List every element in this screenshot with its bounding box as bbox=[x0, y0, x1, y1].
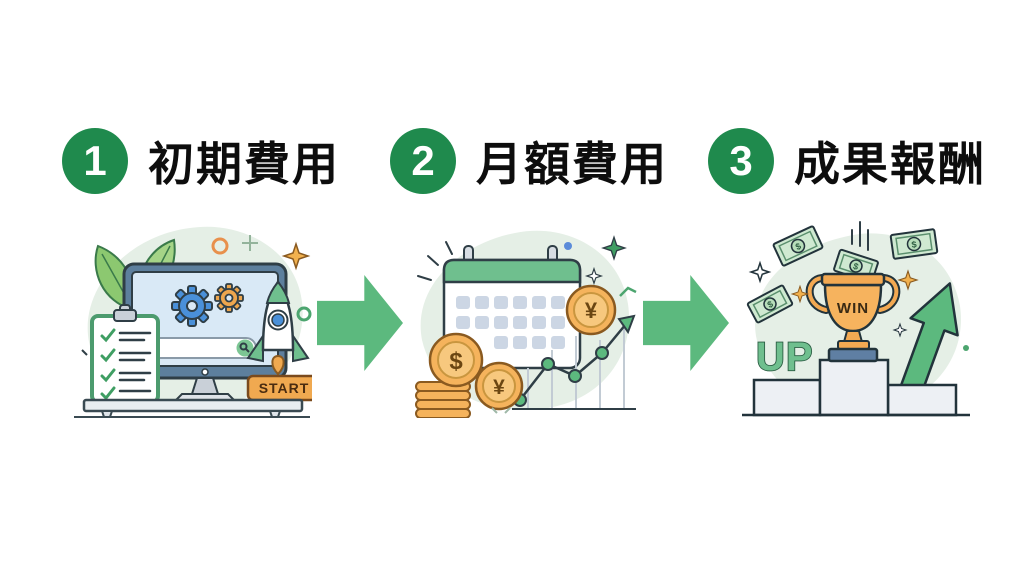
illustration-initial-cost: START bbox=[74, 226, 312, 418]
step-2-heading: 2 月額費用 bbox=[390, 128, 668, 194]
flow-arrow-icon-2 bbox=[643, 275, 729, 371]
yen-symbol: ¥ bbox=[585, 298, 598, 323]
orange-star-sparkle-icon bbox=[897, 269, 919, 291]
white-star-sparkle-icon bbox=[892, 322, 908, 338]
orange-ring-icon bbox=[211, 237, 229, 255]
money-bill-icon: $ bbox=[889, 228, 939, 260]
dollar-symbol: $ bbox=[766, 299, 775, 310]
dollar-symbol: $ bbox=[449, 348, 463, 375]
motion-lines-icon bbox=[417, 241, 453, 281]
step-1-heading: 1 初期費用 bbox=[62, 128, 340, 194]
money-bill-icon: $ bbox=[746, 284, 794, 324]
start-button-icon: START bbox=[246, 374, 312, 402]
orange-star-sparkle-icon bbox=[790, 284, 810, 304]
green-tick-mark-icon bbox=[619, 286, 637, 297]
step-1-number: 1 bbox=[83, 137, 107, 184]
step-1-number-badge: 1 bbox=[62, 128, 128, 194]
white-star-sparkle-icon bbox=[584, 266, 604, 286]
trophy-icon: WIN bbox=[805, 272, 901, 363]
start-label: START bbox=[259, 380, 310, 396]
white-star-sparkle-icon bbox=[748, 260, 772, 284]
win-text: WIN bbox=[837, 300, 869, 317]
dash-sparkle-icon bbox=[491, 407, 511, 414]
calendar-date-cells bbox=[456, 296, 565, 349]
step-2-number: 2 bbox=[411, 137, 435, 184]
growth-chart-icon bbox=[512, 314, 636, 410]
step-2-label: 月額費用 bbox=[476, 138, 668, 190]
flow-arrow-icon-1 bbox=[317, 275, 403, 371]
dollar-symbol: $ bbox=[794, 241, 803, 252]
step-3-heading: 3 成果報酬 bbox=[708, 128, 986, 194]
yen-coin-icon-top: ¥ bbox=[565, 284, 617, 336]
blue-dot-icon bbox=[564, 242, 572, 250]
gear-icon-orange bbox=[214, 283, 244, 313]
motion-lines-icon bbox=[851, 221, 869, 251]
coin-stack-icon bbox=[415, 381, 471, 418]
step-2-number-badge: 2 bbox=[390, 128, 456, 194]
magnifier-icon bbox=[239, 342, 250, 353]
illustration-monthly-cost: $ ¥ ¥ bbox=[415, 230, 637, 418]
star-sparkle-icon bbox=[281, 241, 311, 271]
green-ring-icon bbox=[296, 306, 312, 322]
money-bill-icon: $ bbox=[772, 225, 824, 267]
dollar-symbol: $ bbox=[911, 239, 917, 250]
search-bar-icon bbox=[143, 337, 257, 359]
gear-icon-blue bbox=[171, 285, 213, 327]
illustration-performance-reward: $ $ $ $ UP bbox=[742, 221, 970, 417]
calendar-icon bbox=[442, 245, 582, 370]
desk-icon bbox=[74, 398, 310, 418]
step-1-label: 初期費用 bbox=[148, 138, 340, 190]
rocket-icon bbox=[246, 279, 310, 376]
yen-symbol: ¥ bbox=[493, 376, 505, 399]
step-3-number: 3 bbox=[729, 137, 753, 184]
step-3-label: 成果報酬 bbox=[794, 138, 986, 190]
green-dot-icon bbox=[963, 345, 969, 351]
up-text: UP bbox=[756, 335, 814, 379]
checklist-clipboard-icon bbox=[90, 304, 160, 404]
podium-icon bbox=[752, 358, 958, 417]
plus-sparkle-icon bbox=[242, 235, 258, 251]
yen-coin-icon: ¥ bbox=[474, 361, 524, 411]
step-3-number-badge: 3 bbox=[708, 128, 774, 194]
dollar-symbol: $ bbox=[852, 261, 860, 272]
dollar-coin-icon: $ bbox=[428, 332, 484, 388]
green-star-sparkle-icon bbox=[601, 235, 627, 261]
